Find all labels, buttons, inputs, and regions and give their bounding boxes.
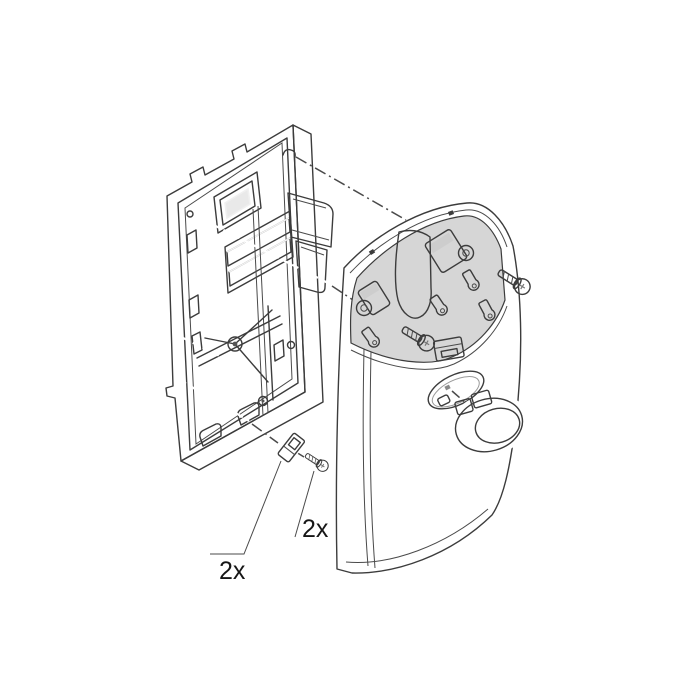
guide-dash: [179, 379, 250, 422]
flap-upper-lines: [291, 198, 330, 241]
platform-skirt-line: [350, 305, 508, 370]
screw-head: [513, 278, 531, 296]
cover-bottom-edge-line: [345, 508, 489, 563]
screw-head-cross-icon: [320, 463, 325, 468]
screw-boss: [257, 395, 269, 407]
back-plate-slot: [273, 339, 285, 362]
screw-shaft: [304, 453, 320, 466]
cutout-inner-face: [360, 283, 380, 300]
callout-2x-clip: 2x: [219, 557, 246, 585]
mechanism-pivot: [227, 336, 243, 352]
mounting-hook-icon: [282, 148, 296, 158]
cutout-left-rect: [357, 280, 391, 316]
cutout-left-rect-hole: [357, 280, 391, 316]
back-plate-top-frame: [213, 171, 262, 234]
screw-head: [418, 334, 436, 352]
screw-shaft: [497, 269, 519, 286]
guide-dash: [193, 214, 329, 284]
screw-boss: [286, 340, 296, 350]
back-plate-slot: [186, 229, 198, 254]
screw-threads: [308, 454, 317, 465]
back-plate-flap: [287, 192, 334, 294]
mechanism-pin: [267, 305, 274, 401]
fastening-screw-top: [497, 269, 531, 296]
mechanism-struts: [204, 309, 273, 383]
guide-line-knob: [451, 390, 469, 406]
screw-threads: [502, 270, 514, 285]
screw-hole-right: [457, 244, 475, 262]
screw-head: [316, 459, 329, 472]
cutout-inner-face: [428, 232, 454, 254]
flap-lower-line: [300, 246, 325, 256]
oval-opening-notch: [444, 384, 451, 391]
cutout-right-rect: [424, 229, 468, 273]
mechanism-pivot-center: [232, 341, 238, 347]
clip-body: [277, 432, 306, 463]
screw-head-cross-icon: [519, 283, 526, 290]
keyhole-slot: [478, 299, 496, 321]
oval-opening-hole: [427, 370, 485, 410]
back-plate-shelf-highlight: [228, 237, 291, 273]
oval-opening-depth-line: [431, 376, 480, 408]
back-plate: [165, 124, 334, 471]
back-plate-center-rib: [252, 205, 269, 417]
clip-screw: [304, 453, 329, 472]
guide-line-top: [295, 156, 407, 221]
screw-hole-right-center: [462, 249, 470, 257]
back-plate-top-frame-inner: [219, 180, 256, 226]
clip-fold-line: [283, 445, 295, 456]
knob-body: [454, 397, 524, 453]
back-plate-top-frame-hole: [224, 187, 251, 220]
back-plate-front-face: [165, 124, 306, 462]
screw-boss-hole: [261, 399, 265, 403]
control-knob: [450, 389, 528, 457]
knob-face: [474, 407, 521, 444]
screw-hole-left-center: [360, 304, 368, 312]
screw-threads: [406, 327, 418, 342]
guide-dashes-on-plate: [172, 214, 329, 422]
back-plate-inner-rim-line: [184, 142, 293, 445]
callout-group: 2x 2x: [210, 460, 329, 585]
rim-tick: [447, 210, 455, 216]
screw-hole-left: [355, 299, 373, 317]
clip-window: [287, 436, 302, 451]
keyhole-slots: [361, 269, 496, 348]
guide-line-clip: [251, 423, 279, 444]
cutout-u-shape: [394, 229, 432, 319]
back-plate-foot: [199, 423, 222, 447]
fastening-screw-middle: [401, 326, 436, 352]
front-cover: [335, 202, 522, 574]
back-plate-slot: [191, 331, 203, 355]
back-plate-foot: [237, 402, 260, 426]
flap-lower: [295, 240, 328, 294]
back-plate-inner-rim: [177, 137, 299, 451]
keyhole-slot: [461, 269, 480, 291]
rim-tick: [368, 248, 376, 256]
callout-2x-screw: 2x: [302, 515, 329, 543]
back-plate-mechanism: [191, 305, 296, 407]
cutout-right-rect-hole: [424, 229, 468, 273]
flap-upper: [287, 192, 334, 248]
latch-tab: [432, 336, 465, 362]
guide-dash: [172, 332, 237, 365]
mechanism-axle: [196, 315, 283, 367]
oval-opening-latch: [437, 394, 451, 407]
back-plate-slot: [188, 294, 200, 319]
oval-opening: [427, 370, 485, 410]
back-plate-shelf-highlight: [226, 217, 290, 253]
platform-rim-line: [349, 209, 508, 274]
screw-head-cross-icon: [423, 340, 430, 347]
keyhole-slot: [361, 326, 381, 348]
screw-shaft: [401, 326, 423, 343]
knob-grip: [470, 389, 493, 409]
keyhole-slot: [429, 294, 448, 316]
mounting-platform: [349, 209, 508, 370]
leader-line-screw: [294, 470, 315, 538]
retaining-clip: [275, 431, 307, 465]
platform-surface: [349, 215, 506, 363]
leader-line-clip: [210, 460, 282, 555]
back-plate-shelf-box: [224, 210, 294, 294]
mounting-hook-icon: [186, 210, 194, 218]
